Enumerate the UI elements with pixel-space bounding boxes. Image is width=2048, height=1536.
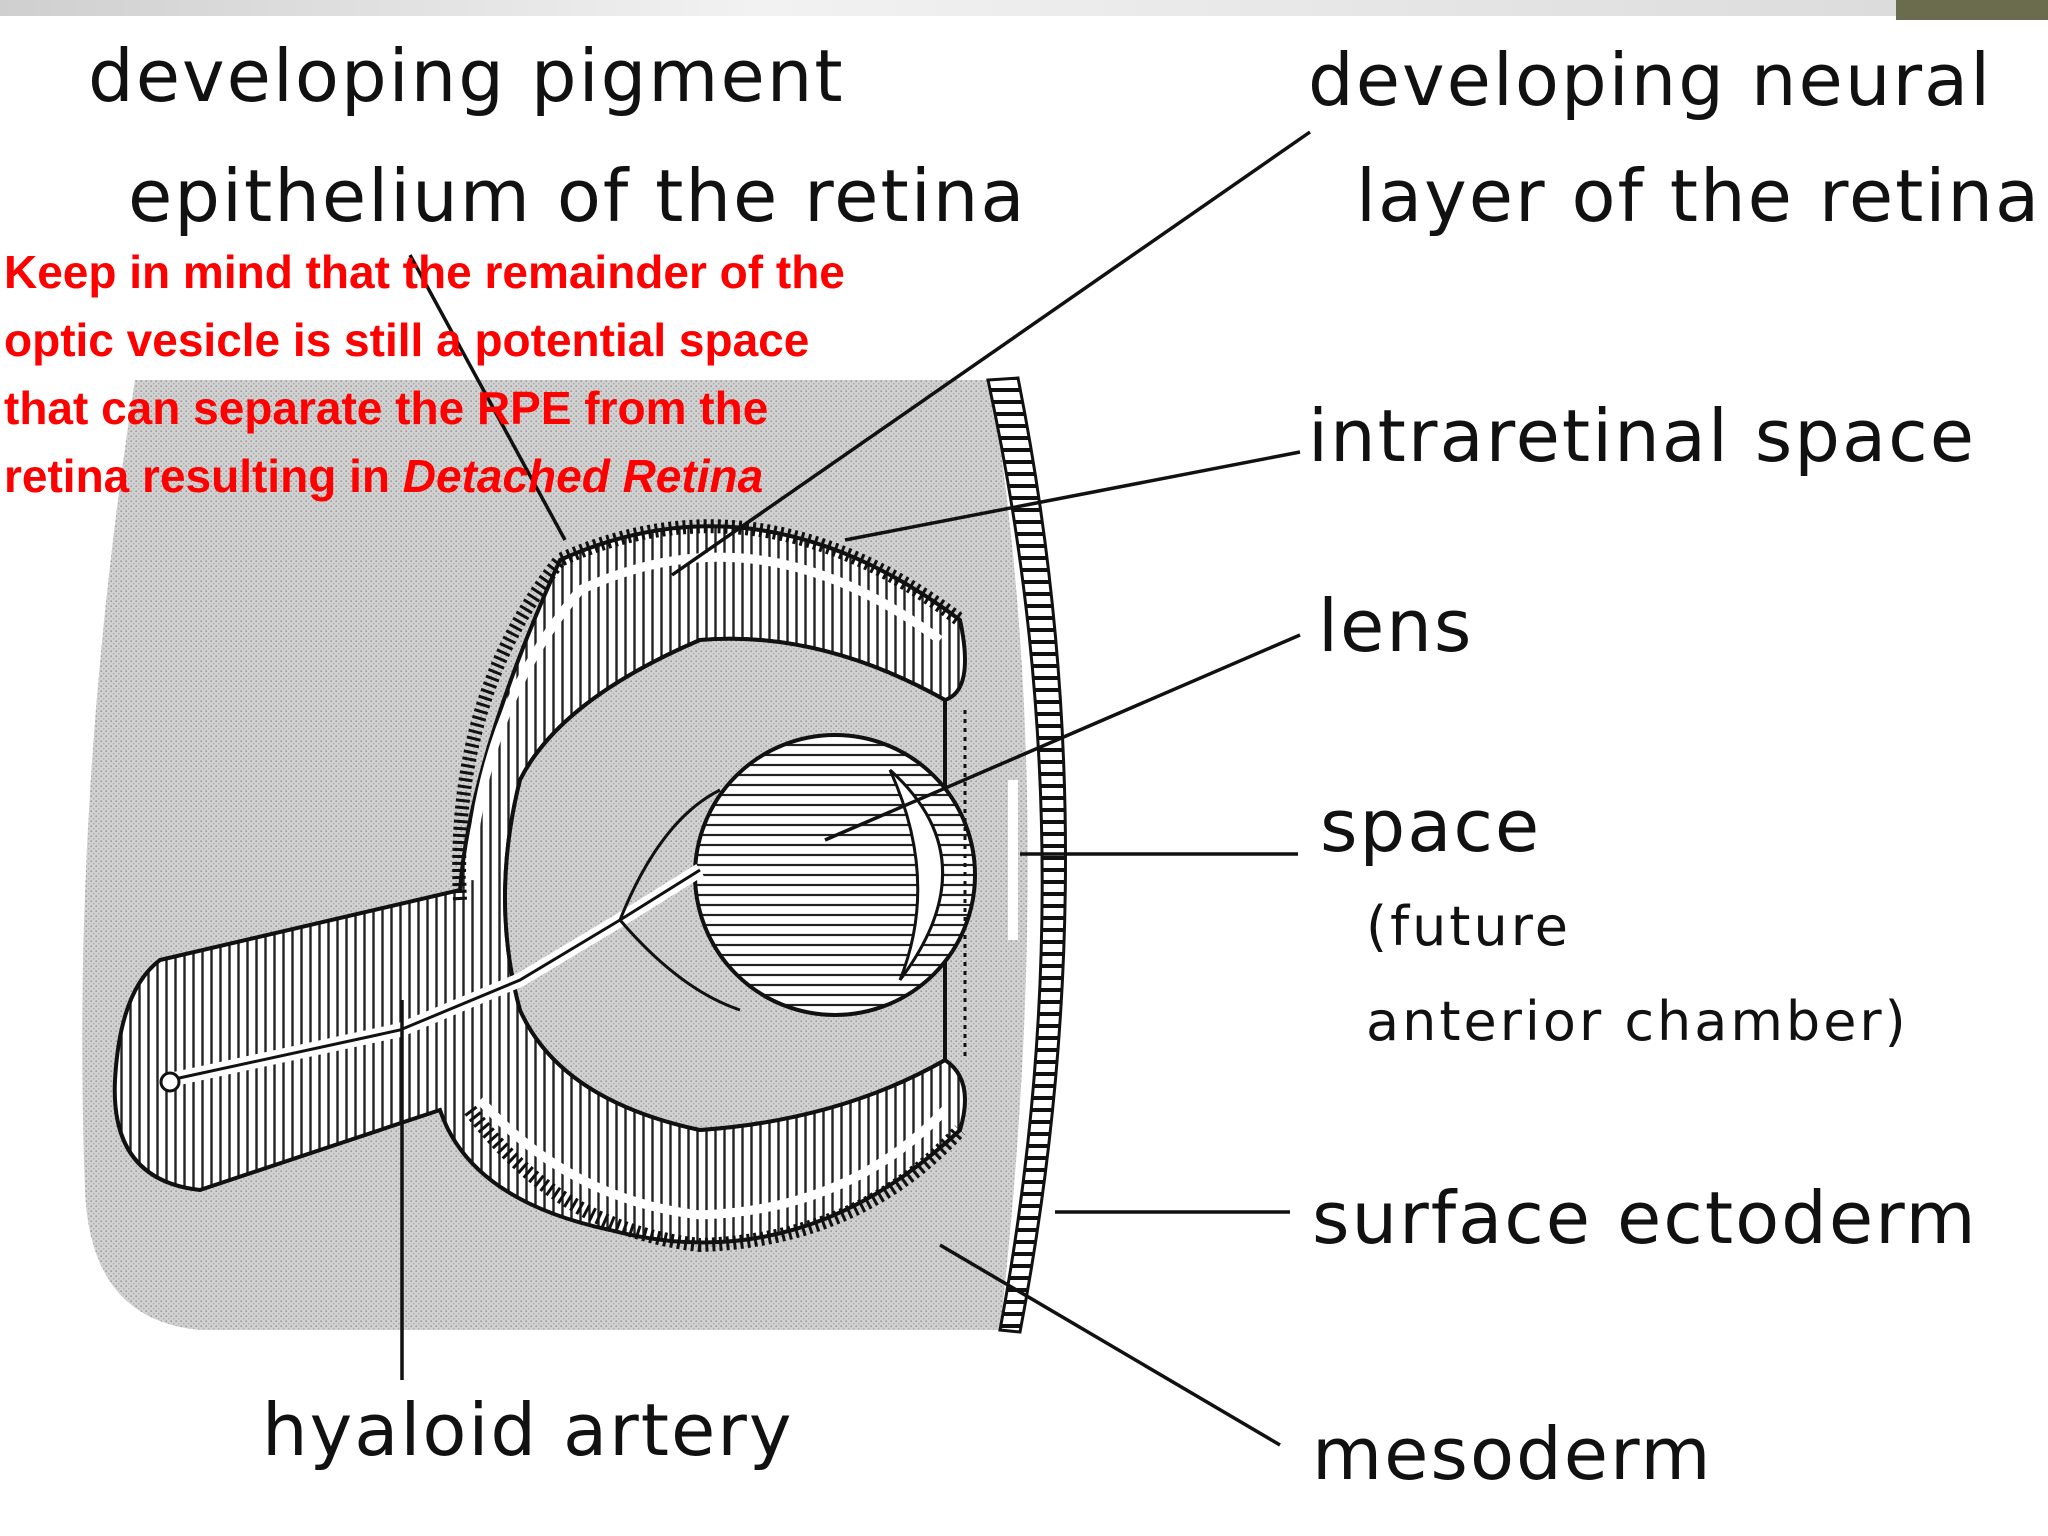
label-future-1: (future	[1366, 895, 1571, 958]
leader-lines	[400, 130, 1311, 1447]
label-hyaloid: hyaloid artery	[262, 1388, 794, 1472]
leader-intraretinal	[844, 450, 1301, 542]
note-line-4: retina resulting in Detached Retina	[4, 442, 964, 510]
note-emphasis: Detached Retina	[402, 450, 764, 502]
note-line-1: Keep in mind that the remainder of the	[4, 246, 845, 298]
label-intraretinal: intraretinal space	[1308, 394, 1977, 478]
note-line-2: optic vesicle is still a potential space	[4, 314, 810, 366]
hyaloid-branch-2	[618, 919, 741, 1012]
label-pigment-line2: epithelium of the retina	[128, 154, 1027, 238]
label-mesoderm: mesoderm	[1312, 1412, 1713, 1496]
leader-pigment	[408, 254, 567, 541]
leader-lens	[824, 633, 1301, 842]
hyaloid-branch-1	[618, 788, 721, 921]
hyaloid-artery-edge	[169, 868, 701, 1082]
leader-mesoderm	[939, 1243, 1281, 1447]
leader-neural	[671, 130, 1311, 577]
label-surface-ectoderm: surface ectoderm	[1312, 1176, 1978, 1260]
space-slit	[1008, 780, 1018, 940]
label-pigment-line1: developing pigment	[88, 34, 845, 118]
label-lens: lens	[1318, 584, 1474, 668]
label-neural-line1: developing neural	[1308, 38, 1993, 122]
intraretinal-space-lower	[476, 1096, 949, 1220]
corner-decoration	[1896, 0, 2048, 20]
top-border-strip	[0, 0, 1896, 16]
red-annotation-note: Keep in mind that the remainder of the o…	[4, 238, 964, 510]
intraretinal-space	[465, 552, 943, 881]
label-future-2: anterior chamber)	[1366, 990, 1909, 1053]
pigment-epithelium-rim-lower	[464, 1105, 966, 1253]
artery-origin	[159, 1071, 181, 1093]
lens-crescent	[888, 768, 945, 981]
pigment-epithelium-rim	[452, 519, 965, 901]
surface-ectoderm-band	[986, 376, 1067, 1334]
note-line-4-prefix: retina resulting in	[4, 450, 403, 502]
note-line-3: that can separate the RPE from the	[4, 382, 769, 434]
label-space: space	[1320, 784, 1542, 868]
label-neural-line2: layer of the retina	[1356, 154, 2042, 238]
